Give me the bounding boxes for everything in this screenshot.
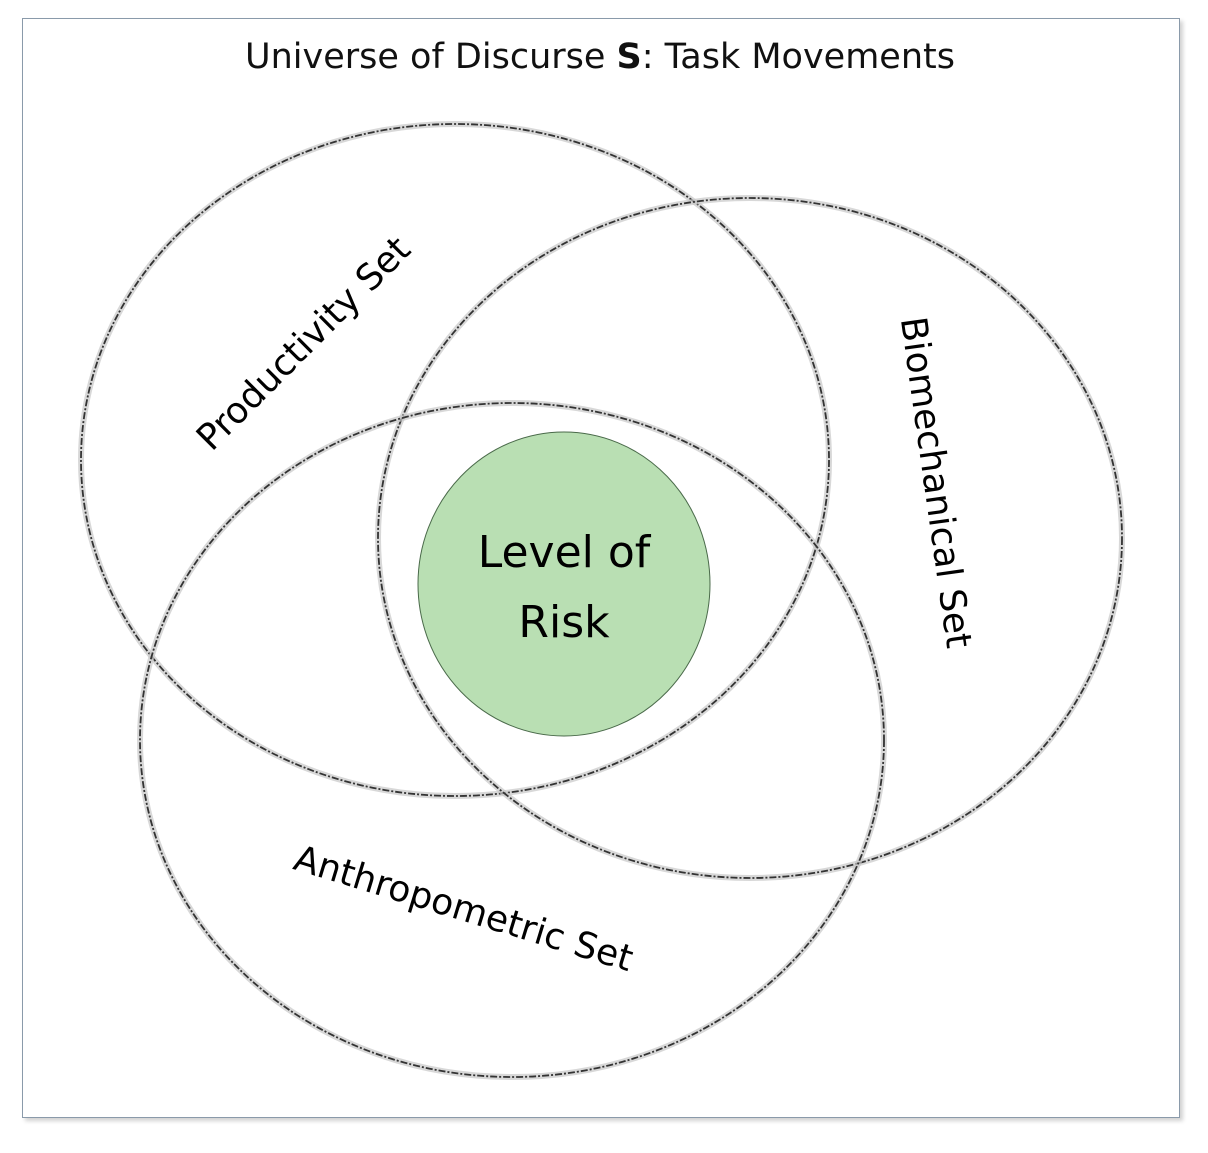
productivity-set-ellipse <box>78 121 832 799</box>
biomechanical-set-label: Biomechanical Set <box>892 314 979 650</box>
level-of-risk-label-line2: Risk <box>518 597 610 648</box>
title-prefix: Universe of Discurse <box>245 37 617 77</box>
level-of-risk-label-line1: Level of <box>478 527 652 578</box>
title-suffix: : Task Movements <box>642 37 955 77</box>
anthropometric-set-label: Anthropometric Set <box>289 838 637 980</box>
title-symbol: S <box>617 37 642 77</box>
diagram-title: Universe of Discurse S: Task Movements <box>245 37 955 77</box>
level-of-risk-circle <box>417 431 711 737</box>
anthropometric-set-ellipse <box>137 400 887 1080</box>
biomechanical-set-ellipse <box>375 195 1125 881</box>
